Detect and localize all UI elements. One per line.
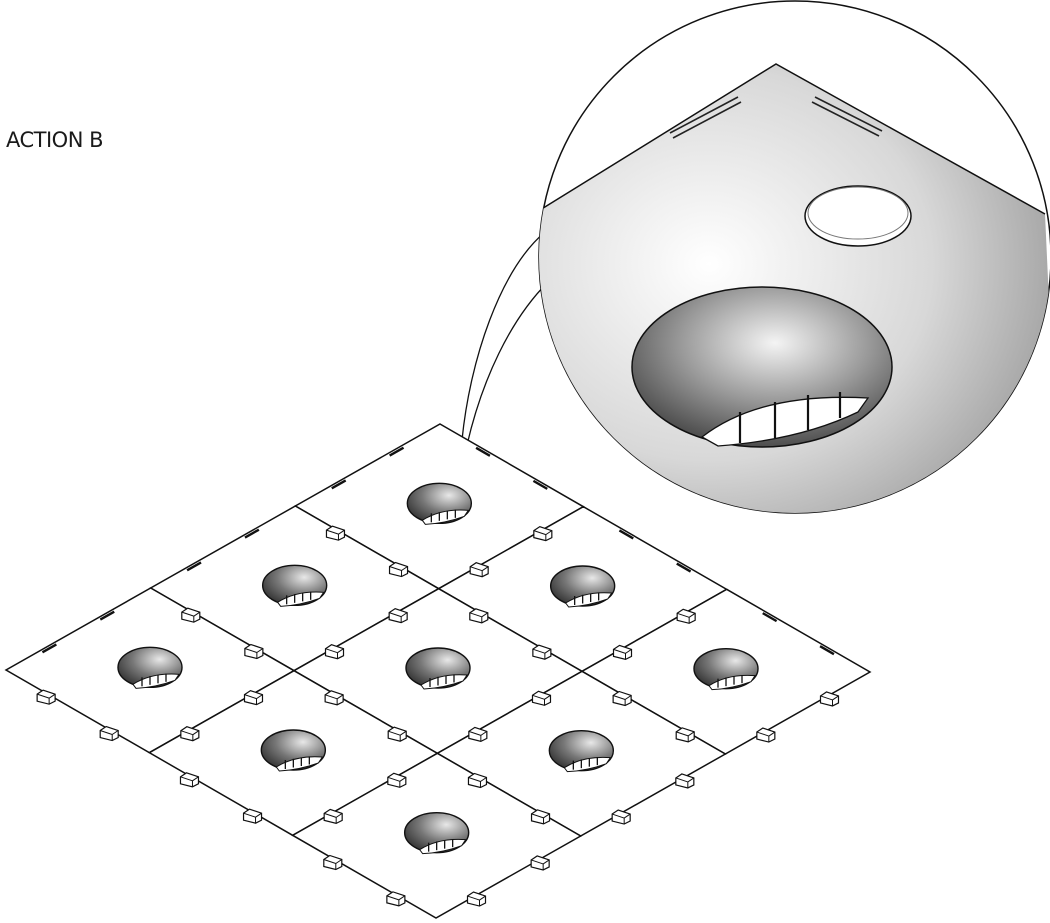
connector-clip <box>819 691 840 707</box>
edge-slot <box>819 645 835 656</box>
tile <box>4 587 296 754</box>
edge-slot <box>244 528 260 539</box>
connector-clip <box>533 525 553 542</box>
edge-slot <box>475 446 491 457</box>
tile <box>291 752 583 919</box>
edge-slot <box>41 643 57 654</box>
connector-clip <box>179 772 200 788</box>
edge-slot <box>618 529 634 540</box>
connector-clip <box>467 772 488 789</box>
tile-hole-grate <box>563 756 612 773</box>
edge-slot <box>99 610 115 621</box>
edge-slot <box>762 612 778 623</box>
magnified-detail <box>538 0 1050 514</box>
connector-clip <box>531 690 552 706</box>
connector-clip <box>242 808 263 824</box>
connector-clip <box>386 891 406 907</box>
connector-clip <box>181 607 201 623</box>
connector-clip <box>324 690 344 706</box>
connector-clip <box>387 726 407 742</box>
tile-hole-grate <box>708 674 756 691</box>
connector-clip <box>323 854 343 871</box>
tile-hole-grate <box>276 591 325 607</box>
connector-clip <box>388 561 409 578</box>
tile-hole-grate <box>564 592 613 608</box>
detail-edge-slots <box>669 96 883 139</box>
connector-clip <box>325 525 346 541</box>
connector-clip <box>530 855 550 871</box>
edge-slot <box>532 479 548 490</box>
edge-slot <box>331 479 347 490</box>
detail-large-hole <box>631 286 893 448</box>
connector-clip <box>244 643 264 660</box>
connector-clip <box>469 562 489 578</box>
connector-clip <box>612 690 632 707</box>
connector-clip <box>756 727 776 743</box>
connector-clip <box>532 644 552 660</box>
edge-slot <box>676 562 692 573</box>
edge-slot <box>186 561 202 572</box>
tile-hole-grate <box>132 673 180 689</box>
tile-hole-grate <box>421 509 470 525</box>
edge-slot <box>389 446 405 457</box>
connector-clip <box>469 608 489 624</box>
connector-clip <box>99 725 119 742</box>
connector-clip <box>676 608 696 624</box>
tile-hole-grate <box>275 756 324 772</box>
connector-clip <box>323 808 343 825</box>
connector-clip <box>466 891 487 907</box>
tile-hole-grate <box>420 674 468 690</box>
connector-clip <box>387 772 407 788</box>
connector-clip <box>611 809 631 825</box>
connector-clip <box>675 727 695 743</box>
connector-clip <box>388 607 408 624</box>
connector-clip <box>324 644 345 660</box>
connector-clip <box>675 773 695 789</box>
action-label: ACTION B <box>6 128 104 152</box>
callout-lines <box>461 231 549 446</box>
detail-small-hole <box>804 185 912 247</box>
connector-clip <box>36 689 56 705</box>
tile-hole-grate <box>418 838 467 855</box>
connector-clip <box>243 689 264 706</box>
connector-clip <box>612 644 633 661</box>
tile <box>147 669 439 837</box>
tile-grid <box>4 423 872 919</box>
connector-clip <box>468 726 488 743</box>
connector-clip <box>530 809 551 825</box>
connector-clip <box>180 726 200 742</box>
